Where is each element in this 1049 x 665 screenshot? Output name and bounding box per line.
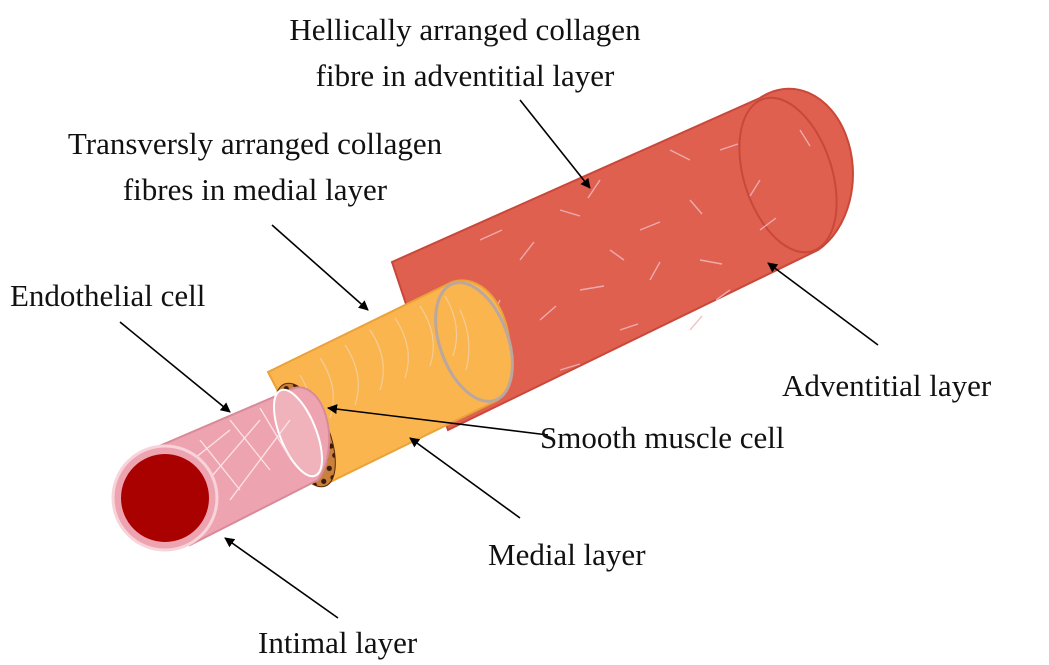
label-intimal-layer: Intimal layer [258, 625, 417, 661]
arrow-medial [410, 438, 520, 518]
arrow-helical [520, 100, 590, 188]
label-adventitial-layer: Adventitial layer [782, 368, 991, 404]
arrow-adventitial [768, 263, 878, 345]
label-endothelial-cell: Endothelial cell [10, 278, 205, 314]
label-helical-collagen: Hellically arranged collagen fibre in ad… [245, 12, 685, 94]
label-smooth-muscle-cell: Smooth muscle cell [540, 420, 785, 456]
label-helical-line2: fibre in adventitial layer [245, 58, 685, 94]
label-transverse-line1: Transversly arranged collagen [20, 126, 490, 162]
arrow-intimal [225, 538, 338, 618]
arrow-endothelial [120, 322, 230, 412]
label-transverse-line2: fibres in medial layer [20, 172, 490, 208]
label-transverse-collagen: Transversly arranged collagen fibres in … [20, 126, 490, 208]
label-medial-layer: Medial layer [488, 537, 646, 573]
lumen-opening [113, 446, 217, 550]
arrow-transverse [272, 225, 368, 310]
label-helical-line1: Hellically arranged collagen [245, 12, 685, 48]
